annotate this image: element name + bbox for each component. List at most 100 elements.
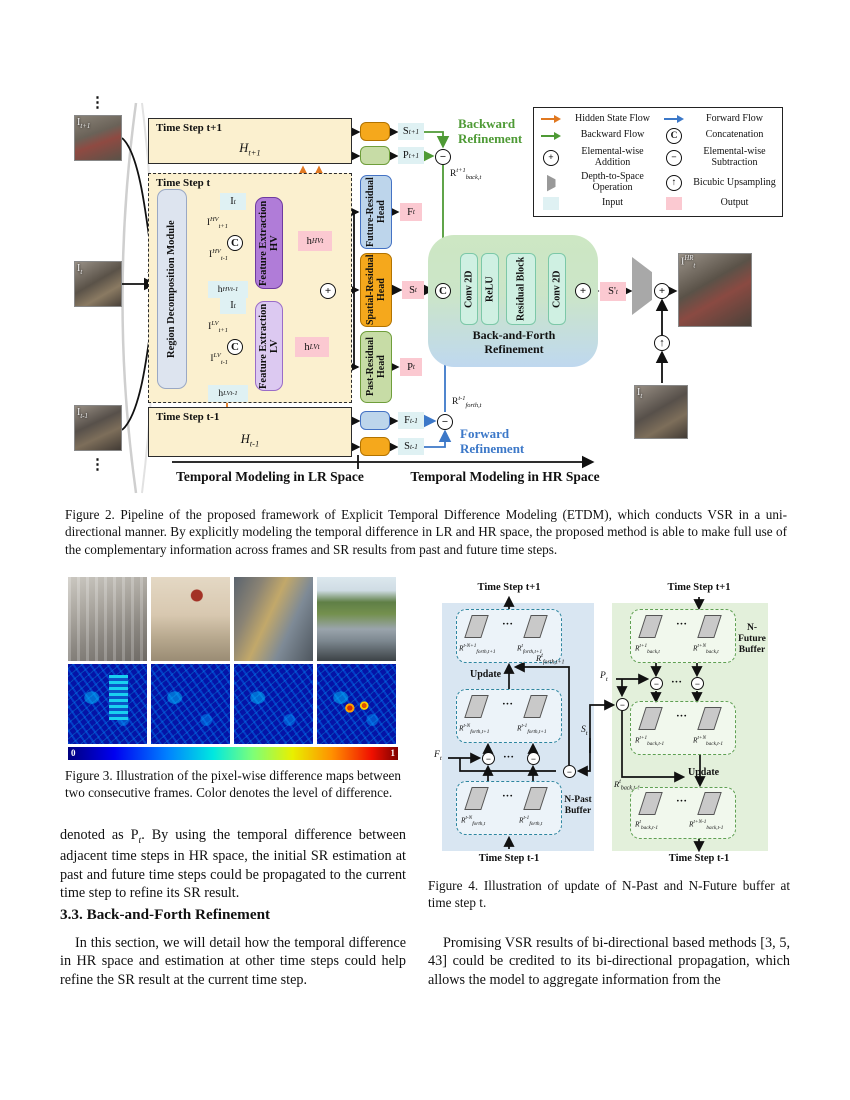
feature-extraction-lv: Feature Extraction LV — [255, 301, 283, 391]
buffer-tensor-icon — [697, 615, 722, 638]
panel-time-step-t-minus-1: Time Step t-1 Ht-1 — [148, 407, 352, 457]
buffer-tensor-icon — [697, 792, 722, 815]
colorbar-min-label: 0 — [71, 748, 76, 758]
buffer-tensor-icon — [523, 615, 548, 638]
label-S-refined: S't — [600, 282, 626, 301]
subtract-node-forward: − — [437, 414, 453, 430]
residual-label: Rt-1forth,t+1 — [517, 723, 547, 735]
fig4-right-top-label: Time Step t+1 — [667, 582, 731, 593]
left-column-paragraph-1: denoted as Pt. By using the temporal dif… — [60, 827, 406, 902]
residual-label: Rtback,t-1 — [635, 819, 658, 831]
label-Ilv-tminus1: ILVt-1 — [210, 352, 228, 367]
buffer-tensor-icon — [523, 695, 548, 718]
fig4-right-update-label: Update — [688, 767, 720, 778]
frame-label: IHRt — [681, 255, 696, 270]
residual-block: Residual Block — [506, 253, 536, 325]
residual-label: Rt+Nback,t — [693, 643, 719, 655]
input-frame-t-plus-1: It+1 — [74, 115, 122, 161]
residual-label: Rt+Nback,t-1 — [693, 735, 724, 747]
ellipsis: ··· — [502, 790, 514, 802]
label-R-back: Rt+1back,t — [450, 167, 482, 182]
figure-2-caption: Figure 2. Pipeline of the proposed frame… — [65, 507, 787, 557]
hidden-state-label: Ht-1 — [240, 432, 260, 449]
input-frame-t-right: It — [634, 385, 688, 439]
relu-block: ReLU — [481, 253, 499, 325]
n-past-box-bottom: ··· Rt-Nforth,t Rt-1forth,t — [456, 781, 562, 835]
label-Ihv-tplus1: IHVt+1 — [206, 216, 228, 231]
residual-label: Rt-N+1forth,t+1 — [459, 643, 496, 655]
photo-skateboarder — [151, 577, 230, 661]
ellipsis: ··· — [676, 710, 688, 722]
subtraction-icon: − — [661, 150, 687, 167]
subtract-node: − — [691, 677, 704, 690]
depth-to-space-icon — [632, 257, 652, 315]
n-future-box-mid: ··· Rt+1back,t-1 Rt+Nback,t-1 — [630, 701, 736, 755]
subtract-node: − — [650, 677, 663, 690]
fig4-left-bottom-label: Time Step t-1 — [478, 853, 540, 864]
past-head-t-plus-1 — [360, 146, 390, 165]
spatial-head-t-minus-1 — [360, 437, 390, 456]
left-column-paragraph-2: In this section, we will detail how the … — [60, 935, 406, 988]
difference-map-2 — [151, 664, 230, 744]
buffer-tensor-icon — [638, 792, 663, 815]
conv2d-block-2: Conv 2D — [548, 253, 566, 325]
legend-hidden-state-flow: Hidden State Flow — [575, 112, 650, 124]
figure-2-legend: Hidden State Flow Forward Flow Backward … — [533, 107, 783, 217]
forward-flow-arrow-icon — [661, 115, 687, 124]
buffer-tensor-icon — [638, 615, 663, 638]
figure-3-photo-row — [68, 577, 398, 661]
subtract-node: − — [616, 698, 629, 711]
legend-forward-flow: Forward Flow — [706, 112, 763, 124]
input-frame-t-minus-1: It-1 — [74, 405, 122, 451]
n-future-buffer-label: N-Future Buffer — [738, 623, 766, 655]
figure-4-caption: Figure 4. Illustration of update of N-Pa… — [428, 878, 790, 911]
n-future-box-top: ··· Rt+1back,t Rt+Nback,t — [630, 609, 736, 663]
subtract-node: − — [482, 752, 495, 765]
figure-3-caption: Figure 3. Illustration of the pixel-wise… — [65, 768, 401, 801]
residual-label: Rt-Nforth,t+1 — [459, 723, 490, 735]
label-R-forth: Rt-1forth,t — [452, 395, 482, 410]
difference-map-3 — [234, 664, 313, 744]
frame-label: It — [77, 263, 83, 276]
n-past-buffer-label: N-Past Buffer — [564, 795, 592, 816]
ellipsis: ··· — [502, 618, 514, 630]
backward-refinement-label: Backward Refinement — [458, 116, 523, 146]
ellipsis: ··· — [502, 698, 514, 710]
label-Ihv-tminus1: IHVt-1 — [209, 248, 228, 263]
label-Ilv-tplus1: ILVt+1 — [208, 320, 228, 335]
output-swatch-icon — [661, 197, 687, 211]
buffer-tensor-icon — [464, 787, 489, 810]
output-frame-hr: IHRt — [678, 253, 752, 327]
vertical-dots-top: ⋮ — [90, 95, 105, 111]
buffer-tensor-icon — [697, 707, 722, 730]
section-heading: 3.3. Back-and-Forth Refinement — [60, 906, 271, 923]
n-past-box-top: ··· Rt-N+1forth,t+1 Rtforth,t+1 — [456, 609, 562, 663]
residual-label: Rt+N-1back,t-1 — [689, 819, 724, 831]
input-swatch-icon — [538, 197, 564, 211]
future-residual-head: Future-Residual Head — [360, 175, 392, 249]
buffer-tensor-icon — [638, 707, 663, 730]
legend-backward-flow: Backward Flow — [580, 129, 645, 141]
frame-label: It+1 — [77, 117, 91, 130]
add-node-refinement: + — [575, 283, 591, 299]
photo-street-posters — [234, 577, 313, 661]
buffer-tensor-icon — [464, 615, 489, 638]
ellipsis: ··· — [676, 618, 688, 630]
colorbar-max-label: 1 — [390, 748, 396, 758]
legend-addition: Elemental-wise Addition — [581, 146, 644, 169]
ellipsis: ··· — [671, 676, 683, 688]
residual-label: Rt+1back,t-1 — [635, 735, 665, 747]
future-head-t-minus-1 — [360, 411, 390, 430]
figure-4-connectors — [448, 595, 706, 853]
legend-subtraction: Elemental-wise Subtraction — [703, 146, 766, 169]
residual-label: Rtforth,t+1 — [517, 643, 543, 655]
right-column-paragraph: Promising VSR results of bi-directional … — [428, 935, 790, 988]
figure-4-diagram: Time Step t+1 ··· Rt-N+1forth,t+1 Rtfort… — [432, 573, 790, 869]
residual-label: Rt-Nforth,t — [461, 815, 486, 827]
